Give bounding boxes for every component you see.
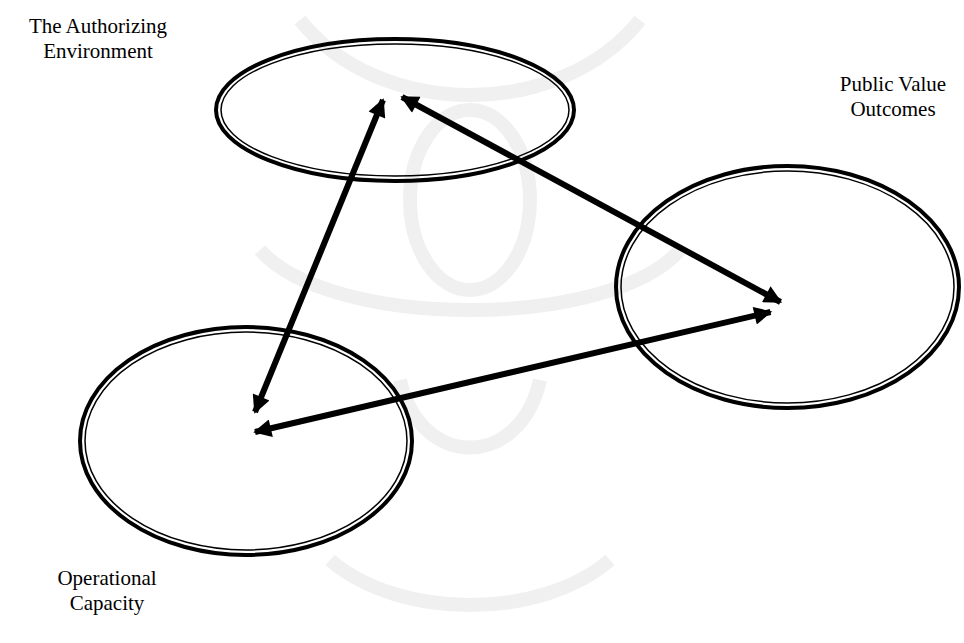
node-label: The Authorizing Environment [8,14,188,64]
double-arrow [255,312,771,432]
node-label: Public Value Outcomes [828,72,958,122]
ellipse-outline [213,36,577,184]
double-arrow [402,97,781,302]
ellipse-node: Public Value Outcomes [613,163,962,411]
ellipse-node: Operational Capacity [77,324,415,558]
ellipse-node: The Authorizing Environment [213,36,577,184]
ellipse-outline [613,163,962,411]
watermark-curve [300,20,640,95]
ellipse-outline [77,324,415,558]
node-label: Operational Capacity [32,566,182,616]
watermark-curve [400,380,540,448]
double-arrow [255,100,383,412]
watermark-curve [330,560,610,605]
